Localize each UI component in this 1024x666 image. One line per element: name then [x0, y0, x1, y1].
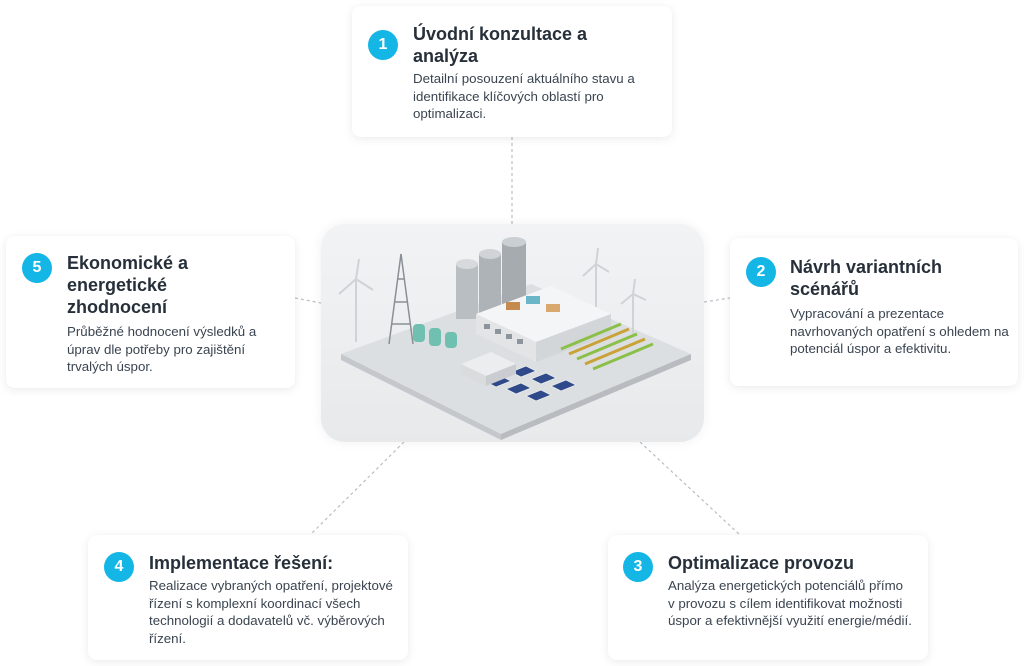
step-number-badge: 1 [368, 30, 398, 60]
step-title: Úvodní konzultace a analýza [413, 24, 588, 66]
step-number-badge: 5 [22, 253, 52, 283]
step-description: Vypracování a prezentace navrhovaných op… [790, 306, 1009, 356]
step-number-badge: 2 [746, 257, 776, 287]
step-description: Analýza energetických potenciálů přímo v… [668, 578, 912, 628]
step-description: Realizace vybraných opatření, projektové… [149, 578, 393, 646]
step-card-1: 1 Úvodní konzultace a analýza Detailní p… [352, 6, 672, 137]
step-card-4: 4 Implementace řešení: Realizace vybraný… [88, 535, 408, 660]
step-card-2: 2 Návrh variantních scénářů Vypracování … [730, 238, 1018, 386]
industrial-plant-illustration [321, 224, 704, 442]
step-title: Implementace řešení: [149, 553, 334, 573]
step-description: Detailní posouzení aktuálního stavu a id… [413, 71, 635, 121]
plant-illustration-graphic [338, 237, 691, 440]
step-title: Optimalizace provozu [668, 553, 855, 573]
step-card-3: 3 Optimalizace provozu Analýza energetic… [608, 535, 928, 660]
step-card-5: 5 Ekonomické a energetické zhodnocení Pr… [6, 236, 295, 388]
step-title: Návrh variantních scénářů [790, 257, 943, 299]
step-title: Ekonomické a energetické zhodnocení [67, 253, 189, 317]
step-number-badge: 3 [623, 552, 653, 582]
step-number-badge: 4 [104, 552, 134, 582]
step-description: Průběžné hodnocení výsledků a úprav dle … [67, 324, 257, 374]
